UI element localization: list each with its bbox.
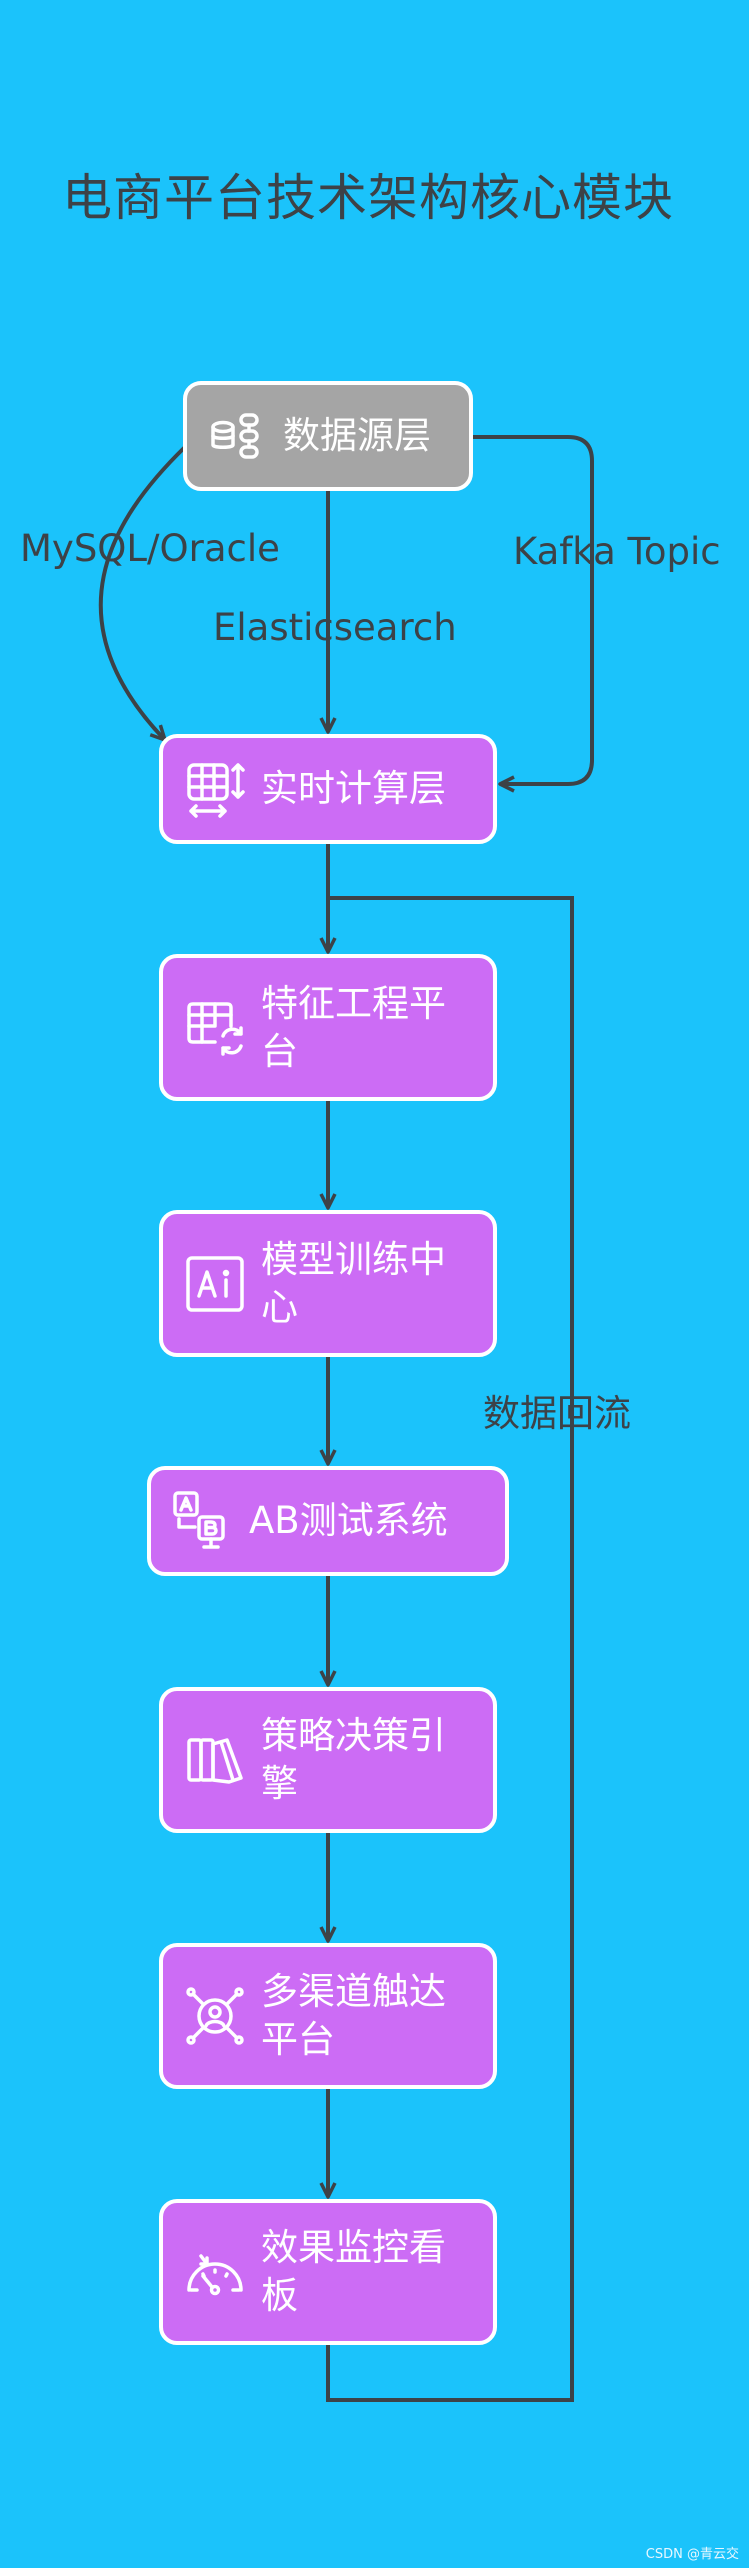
node-ab-testing[interactable]: AB测试系统 [147,1466,509,1576]
edge-label-feedback: 数据回流 [483,1392,631,1435]
edge-label-elasticsearch: Elasticsearch [213,606,457,649]
node-label: 效果监控看板 [261,2226,446,2317]
node-model-training[interactable]: 模型训练中心 [159,1210,497,1357]
node-feature-engineering[interactable]: 特征工程平台 [159,954,497,1101]
node-label: 多渠道触达平台 [261,1970,446,2061]
node-realtime[interactable]: 实时计算层 [159,734,497,844]
gauge-icon [183,2240,247,2304]
edge-mysql [98,445,187,742]
node-label: AB测试系统 [249,1499,448,1542]
edge-label-kafka: Kafka Topic [513,530,721,573]
table-resize-icon [183,757,247,821]
edge-label-mysql: MySQL/Oracle [20,527,280,570]
node-label: 实时计算层 [261,767,446,810]
edge-feedback [326,896,574,2402]
library-books-icon [183,1728,247,1792]
table-refresh-icon [183,996,247,1060]
node-data-source[interactable]: 数据源层 [183,381,473,491]
database-icon [207,405,269,467]
node-label: 特征工程平台 [261,981,446,1073]
node-monitor-dashboard[interactable]: 效果监控看板 [159,2199,497,2345]
watermark: CSDN @青云交 [645,2547,739,2562]
node-label: 策略决策引擎 [261,1714,446,1805]
edge-kafka [473,435,594,793]
user-network-icon [183,1984,247,2048]
node-multichannel-reach[interactable]: 多渠道触达平台 [159,1943,497,2089]
ab-test-icon [171,1489,235,1553]
ai-icon [183,1252,247,1316]
node-label: 模型训练中心 [261,1237,446,1329]
node-strategy-engine[interactable]: 策略决策引擎 [159,1687,497,1833]
node-label: 数据源层 [283,414,431,457]
diagram-title: 电商平台技术架构核心模块 [62,169,674,227]
